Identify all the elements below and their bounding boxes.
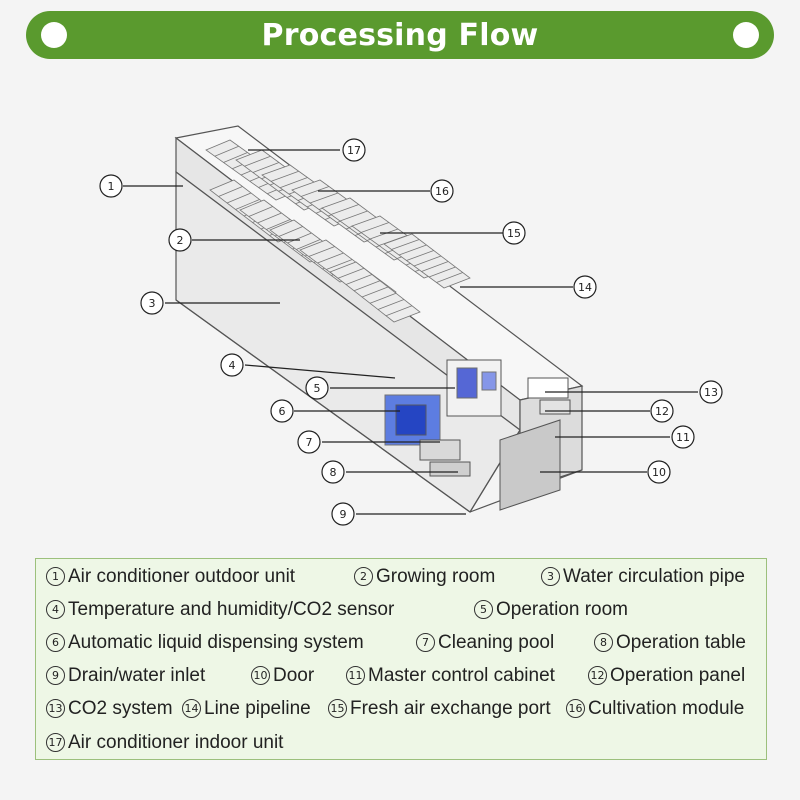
callout-label-10: 10 [652,466,666,479]
banner-left-dot [41,22,67,48]
callout-circle-3 [140,291,164,315]
callout-label-8: 8 [330,466,337,479]
page-title: Processing Flow [261,17,539,53]
callout-label-11: 11 [676,431,690,444]
callout-label-15: 15 [507,227,521,240]
callout-circle-9 [331,502,355,526]
callout-circle-6 [270,399,294,423]
callout-label-3: 3 [149,297,156,310]
callout-label-4: 4 [229,359,236,372]
callout-circle-14 [573,275,597,299]
callout-circle-7 [297,430,321,454]
callout-circle-2 [168,228,192,252]
operation-room [384,359,571,511]
callout-circle-11 [671,425,695,449]
callout-label-1: 1 [108,180,115,193]
operation-table [429,461,471,477]
callout-label-12: 12 [655,405,669,418]
co2-unit [527,377,569,399]
callout-label-7: 7 [306,436,313,449]
callout-label-6: 6 [279,405,286,418]
callout-circle-8 [321,460,345,484]
callout-circle-1 [99,174,123,198]
callout-label-16: 16 [435,185,449,198]
banner-right-dot [733,22,759,48]
callout-label-13: 13 [704,386,718,399]
callout-circle-4 [220,353,244,377]
master-cabinet [539,399,571,415]
title-banner: Processing Flow [26,11,774,59]
callout-label-5: 5 [314,382,321,395]
cleaning-pool [419,439,461,461]
callout-circle-5 [305,376,329,400]
rack-shelves [205,139,471,323]
callout-circle-10 [647,460,671,484]
callout-circle-17 [342,138,366,162]
leader-lines [123,149,698,515]
callout-circle-13 [699,380,723,404]
callout-label-17: 17 [347,144,361,157]
callout-label-14: 14 [578,281,592,294]
callout-circle-12 [650,399,674,423]
callout-label-9: 9 [340,508,347,521]
callout-label-2: 2 [177,234,184,247]
callout-circle-15 [502,221,526,245]
operation-panel-screen [456,367,478,399]
callout-circle-16 [430,179,454,203]
door-panel [499,419,561,511]
